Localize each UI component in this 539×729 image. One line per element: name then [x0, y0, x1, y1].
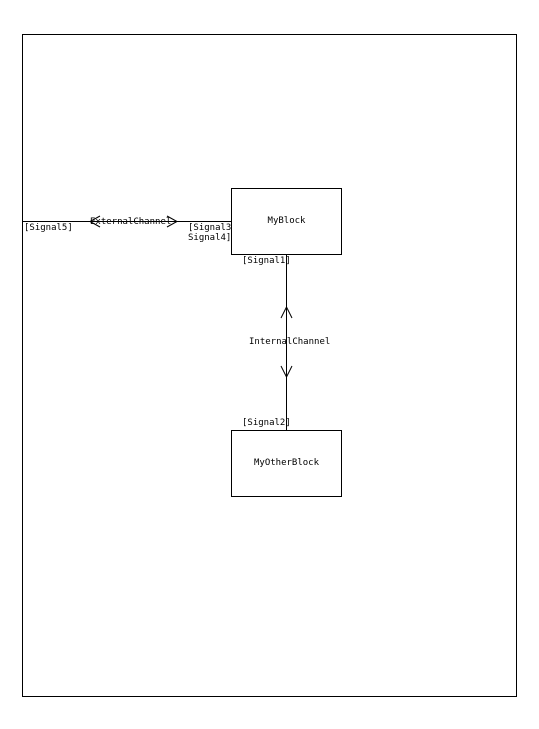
external-block-signals-line1: [Signal3, — [188, 223, 237, 233]
external-channel-label: ExternalChannel — [90, 217, 171, 227]
block-myblock-box[interactable] — [231, 188, 342, 255]
block-myotherblock-box[interactable] — [231, 430, 342, 497]
internal-channel-label: InternalChannel — [249, 337, 330, 347]
block-myblock-name: MyBlock — [268, 216, 307, 226]
external-block-signals-line2: Signal4] — [188, 233, 231, 243]
block-myotherblock-name: MyOtherBlock — [254, 458, 320, 468]
internal-bottom-signals: [Signal2] — [242, 418, 291, 428]
internal-top-signals: [Signal1] — [242, 256, 291, 266]
block-myotherblock[interactable]: MyOtherBlock — [231, 430, 342, 497]
open-arrowhead-icon — [280, 305, 293, 319]
block-myblock[interactable]: MyBlock — [231, 188, 342, 255]
open-arrowhead-icon — [280, 365, 293, 379]
open-arrowhead-icon — [88, 215, 101, 228]
open-arrowhead-icon — [166, 215, 179, 228]
system-frame — [22, 34, 517, 697]
external-env-signals: [Signal5] — [24, 223, 73, 233]
